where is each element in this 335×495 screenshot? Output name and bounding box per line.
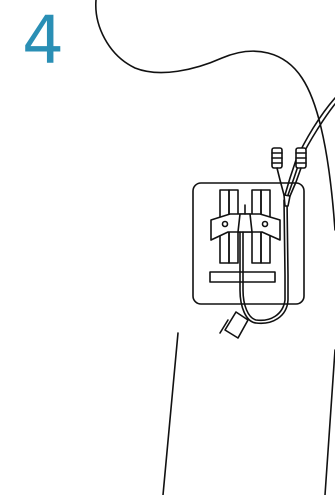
extension-tubing-icon (240, 98, 335, 323)
tubing-upper-outer (288, 104, 335, 195)
catheter-hub-icon (211, 190, 280, 263)
luer-connector-icon (272, 148, 306, 206)
catheter-tip-wing (225, 312, 248, 338)
shoulder-curve (96, 0, 335, 230)
catheter-tip-icon (220, 312, 248, 338)
arm-right-edge (325, 350, 335, 495)
y-junction (284, 195, 290, 206)
hub-center (238, 214, 252, 232)
luer-left-stem (277, 168, 284, 195)
arm-outline-icon (96, 0, 335, 495)
arm-left-edge (163, 333, 178, 495)
